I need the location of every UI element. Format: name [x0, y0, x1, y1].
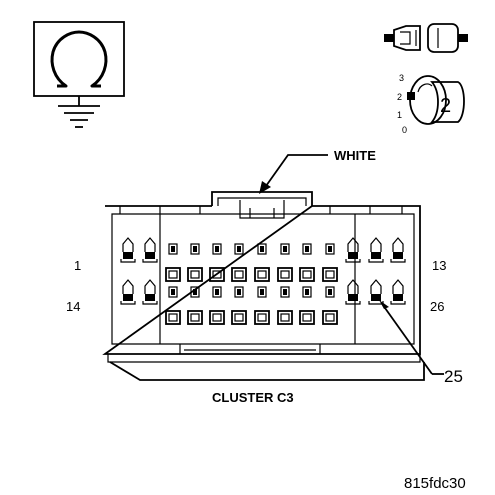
- pin-label-1: 1: [74, 258, 81, 273]
- ignition-position-0: 0: [402, 125, 407, 135]
- center-cavity: [209, 286, 225, 325]
- center-cavity: [277, 243, 293, 282]
- ignition-key-icon: 2 3 2 1 0: [397, 73, 465, 135]
- terminal-cavity: [390, 237, 406, 263]
- terminal-cavity: [368, 237, 384, 263]
- figure-id: 815fdc30: [404, 475, 466, 492]
- terminal-cavity: [345, 279, 361, 305]
- pin-label-25: 25: [444, 367, 463, 386]
- connector-cavities: [120, 237, 406, 325]
- pin-callout: [379, 300, 444, 375]
- center-cavity: [187, 243, 203, 282]
- center-cavity: [209, 243, 225, 282]
- terminal-cavity: [142, 279, 158, 305]
- center-cavity: [299, 286, 315, 325]
- center-cavity: [299, 243, 315, 282]
- center-cavity: [231, 286, 247, 325]
- key-color-label: WHITE: [334, 148, 376, 163]
- center-cavity: [187, 286, 203, 325]
- terminal-cavity: [345, 237, 361, 263]
- center-cavity: [254, 286, 270, 325]
- omega-ground-icon: [33, 21, 125, 128]
- terminal-cavity: [142, 237, 158, 263]
- center-cavity: [165, 286, 181, 325]
- ignition-position-2: 2: [397, 92, 402, 102]
- connector-plug-icon: [384, 23, 468, 53]
- connector-name: CLUSTER C3: [212, 390, 294, 405]
- key-number-label: 2: [440, 95, 451, 117]
- pin-label-26: 26: [430, 299, 444, 314]
- key-color-callout: WHITE: [259, 148, 376, 194]
- center-cavity: [165, 243, 181, 282]
- terminal-cavity: [120, 279, 136, 305]
- pin-label-13: 13: [432, 258, 446, 273]
- ignition-position-3: 3: [399, 73, 404, 83]
- center-cavity: [322, 243, 338, 282]
- connector-body: [102, 191, 425, 381]
- pin-label-14: 14: [66, 299, 80, 314]
- center-cavity: [322, 286, 338, 325]
- center-cavity: [277, 286, 293, 325]
- ignition-position-1: 1: [397, 110, 402, 120]
- center-cavity: [254, 243, 270, 282]
- terminal-cavity: [120, 237, 136, 263]
- terminal-cavity: [390, 279, 406, 305]
- terminal-cavity: [368, 279, 384, 305]
- center-cavity: [231, 243, 247, 282]
